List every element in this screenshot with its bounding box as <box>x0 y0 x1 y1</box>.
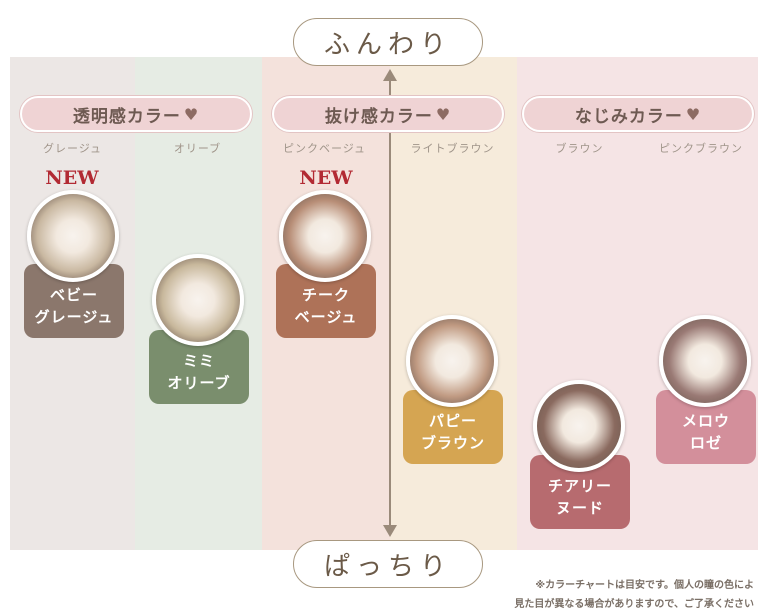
disclaimer-line2: 見た目が異なる場合がありますので、ご了承ください <box>514 599 754 610</box>
product-name-line2: グレージュ <box>34 308 114 326</box>
subcategory-pink-brown: ピンクブラウン <box>659 142 743 155</box>
product-name-line2: ベージュ <box>294 308 358 326</box>
lens-image <box>533 380 625 472</box>
group-label: なじみカラー <box>574 106 683 127</box>
subcategory-brown: ブラウン <box>555 142 604 155</box>
lens-image <box>152 254 244 346</box>
product-name-line2: ブラウン <box>420 434 485 452</box>
product-name-line1: ミミ <box>182 352 215 370</box>
product-name-line2: ヌード <box>555 499 604 517</box>
product-name-line1: ベビー <box>49 286 98 304</box>
lens-image <box>659 315 751 407</box>
heart-icon: ♥ <box>183 104 200 124</box>
subcategory-light-brown: ライトブラウン <box>410 142 495 155</box>
product-name-line1: チーク <box>301 286 350 304</box>
group-nukekan-color: 抜け感カラー♥ <box>272 96 504 132</box>
disclaimer-line1: ※カラーチャートは目安です。個人の瞳の色によ <box>535 580 754 591</box>
lens-image <box>279 190 371 282</box>
subcategory-graige: グレージュ <box>42 142 102 155</box>
product-name-line1: チアリー <box>547 477 612 495</box>
vertical-axis-line <box>389 80 391 527</box>
new-badge: NEW <box>299 167 353 189</box>
heart-icon: ♥ <box>685 104 702 124</box>
product-name-line2: ロゼ <box>689 434 722 452</box>
arrow-up-icon <box>383 69 397 81</box>
product-name-line1: メロウ <box>681 412 730 430</box>
column-light-brown <box>390 57 517 550</box>
new-badge: NEW <box>45 167 99 189</box>
lens-image <box>406 315 498 407</box>
column-pink-brown <box>648 57 758 550</box>
axis-label-top: ふんわり <box>293 18 483 66</box>
group-najimi-color: なじみカラー♥ <box>522 96 754 132</box>
group-label: 透明感カラー <box>72 106 181 127</box>
heart-icon: ♥ <box>435 104 452 124</box>
arrow-down-icon <box>383 525 397 537</box>
product-name-line2: オリーブ <box>167 374 231 392</box>
subcategory-olive: オリーブ <box>173 142 222 155</box>
group-transparent-color: 透明感カラー♥ <box>20 96 252 132</box>
product-name-line1: パピー <box>428 412 477 430</box>
lens-image <box>27 190 119 282</box>
axis-label-bottom: ぱっちり <box>293 540 483 588</box>
group-label: 抜け感カラー <box>324 106 433 127</box>
subcategory-pink-beige: ピンクベージュ <box>282 142 366 155</box>
